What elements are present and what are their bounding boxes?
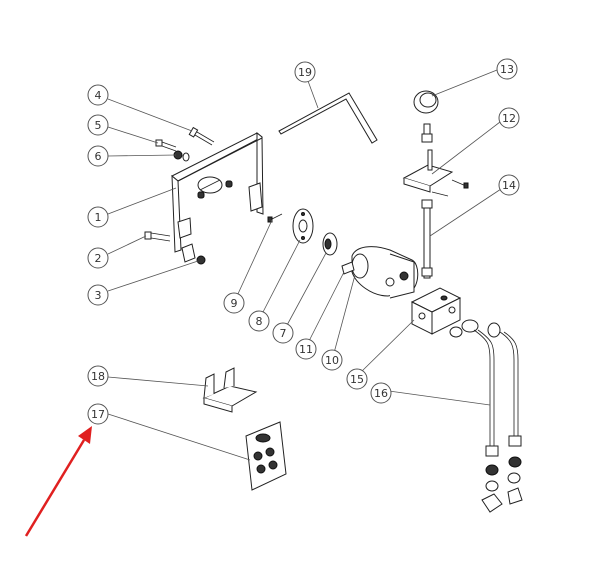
part-9-screw xyxy=(267,213,283,223)
part-12-bracket xyxy=(402,149,469,197)
callout-16: 16 xyxy=(370,382,392,404)
part-16-hoses xyxy=(473,329,523,513)
svg-text:8: 8 xyxy=(256,315,263,328)
svg-text:9: 9 xyxy=(231,297,238,310)
part-7-coupling xyxy=(322,232,338,256)
part-1-frame xyxy=(171,131,264,263)
svg-text:19: 19 xyxy=(298,66,312,79)
block-fittings xyxy=(449,319,501,338)
callout-5: 5 xyxy=(87,114,109,136)
part-14-pipe xyxy=(421,199,433,279)
callout-7: 7 xyxy=(272,322,294,344)
callout-10: 10 xyxy=(321,349,343,371)
leader-lines xyxy=(107,69,502,461)
svg-text:15: 15 xyxy=(350,373,364,386)
part-13-gauge xyxy=(413,90,439,143)
red-arrow-indicator xyxy=(24,426,92,537)
part-3-nut xyxy=(196,255,206,265)
svg-text:11: 11 xyxy=(299,343,313,356)
part-19-rod xyxy=(278,92,378,144)
callout-19: 19 xyxy=(294,61,316,83)
callout-18: 18 xyxy=(87,365,109,387)
part-15-valve-block xyxy=(410,287,462,335)
callout-14: 14 xyxy=(498,174,520,196)
callout-12: 12 xyxy=(498,107,520,129)
svg-text:3: 3 xyxy=(95,289,102,302)
svg-text:6: 6 xyxy=(95,150,102,163)
callout-4: 4 xyxy=(87,84,109,106)
part-8-flange xyxy=(292,208,314,244)
part-11-shaft-key xyxy=(341,261,355,275)
svg-text:13: 13 xyxy=(500,63,514,76)
callout-13: 13 xyxy=(496,58,518,80)
svg-text:4: 4 xyxy=(95,89,102,102)
part-6-nuts xyxy=(173,150,190,162)
part-17-plate xyxy=(245,421,287,491)
part-10-pump xyxy=(351,246,419,299)
part-5-bolt xyxy=(155,139,177,152)
svg-text:10: 10 xyxy=(325,354,339,367)
svg-text:12: 12 xyxy=(502,112,516,125)
callout-3: 3 xyxy=(87,284,109,306)
part-4-bolt xyxy=(188,126,215,146)
part-2-bolt xyxy=(144,231,171,242)
callout-17: 17 xyxy=(87,403,109,425)
svg-text:16: 16 xyxy=(374,387,388,400)
svg-text:2: 2 xyxy=(95,252,102,265)
svg-text:17: 17 xyxy=(91,408,105,421)
svg-text:18: 18 xyxy=(91,370,105,383)
callout-1: 1 xyxy=(87,206,109,228)
svg-text:5: 5 xyxy=(95,119,102,132)
callout-8: 8 xyxy=(248,310,270,332)
callout-15: 15 xyxy=(346,368,368,390)
svg-text:7: 7 xyxy=(280,327,287,340)
svg-text:14: 14 xyxy=(502,179,516,192)
callout-6: 6 xyxy=(87,145,109,167)
callout-2: 2 xyxy=(87,247,109,269)
callout-11: 11 xyxy=(295,338,317,360)
callout-9: 9 xyxy=(223,292,245,314)
part-18-bracket xyxy=(202,367,258,413)
svg-text:1: 1 xyxy=(95,211,102,224)
